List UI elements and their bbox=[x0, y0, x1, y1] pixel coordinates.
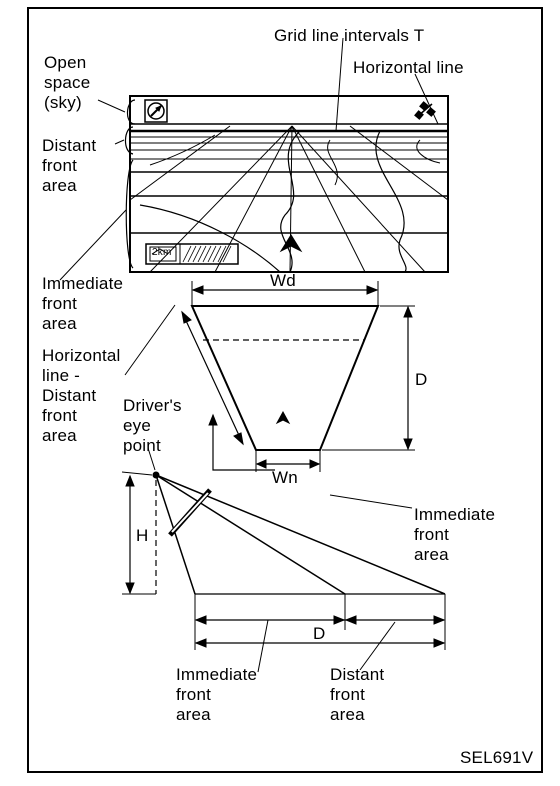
figure-border bbox=[27, 7, 543, 773]
label-immediate-front-area-right: Immediate front area bbox=[414, 505, 496, 564]
label-distant-front-area-top: Distant front area bbox=[42, 136, 97, 195]
label-dim-wd: Wd bbox=[270, 271, 296, 290]
figure-code: SEL691V bbox=[460, 748, 534, 767]
label-drivers-eye-point: Driver's eye point bbox=[123, 396, 182, 455]
map-screen bbox=[129, 95, 449, 273]
label-horizontal-line-distant: Horizontal line - Distant front area bbox=[42, 346, 121, 445]
leader-lines bbox=[59, 37, 439, 673]
left-brackets bbox=[124, 99, 136, 269]
side-view bbox=[121, 471, 446, 650]
label-scale-badge: 2km bbox=[152, 247, 172, 258]
label-dim-h: H bbox=[136, 526, 149, 545]
label-dim-wn: Wn bbox=[272, 468, 298, 487]
label-immediate-front-area-bottom: Immediate front area bbox=[176, 665, 258, 724]
label-horizontal-line: Horizontal line bbox=[353, 58, 464, 77]
label-dim-d-side: D bbox=[415, 370, 428, 389]
label-immediate-front-area-top: Immediate front area bbox=[42, 274, 124, 333]
map-screen-frame bbox=[129, 95, 449, 273]
vehicle-arrow-icon bbox=[279, 234, 303, 253]
label-grid-line-intervals: Grid line intervals T bbox=[274, 26, 425, 45]
label-distant-front-area-bottom: Distant front area bbox=[330, 665, 385, 724]
scale-panel bbox=[145, 243, 239, 265]
label-open-space-sky: Open space (sky) bbox=[44, 53, 91, 112]
plan-view-trapezoid bbox=[181, 281, 415, 472]
label-dim-d-bottom: D bbox=[313, 624, 326, 643]
compass-icon bbox=[144, 99, 168, 123]
